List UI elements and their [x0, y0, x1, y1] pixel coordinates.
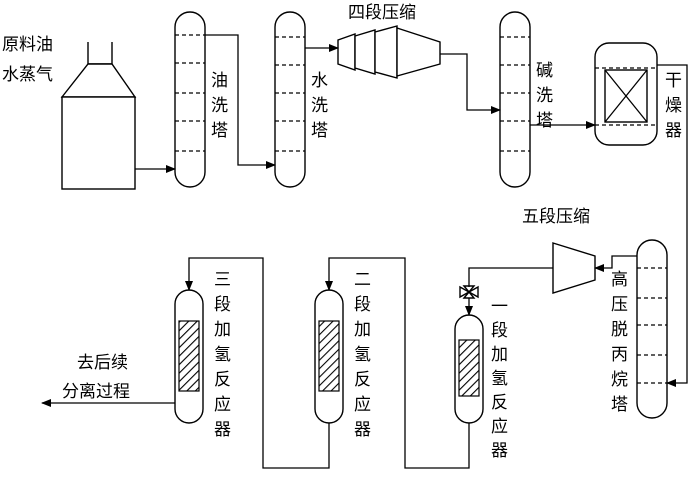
output-label: 去后续 分离过程	[62, 353, 130, 402]
dryer-label: 干燥器	[665, 71, 682, 141]
feed-label-oil: 原料油	[2, 35, 53, 55]
oil-wash-tower-label: 油洗塔	[211, 71, 228, 141]
feed-label: 原料油 水蒸气	[2, 35, 53, 85]
reactor-stage-2-label: 二段加氢反应器	[354, 270, 371, 440]
reactor-stage-3-label: 三段加氢反应器	[214, 270, 231, 440]
output-label-line2: 分离过程	[62, 382, 130, 402]
high-pressure-depropanizer: 高压脱丙烷塔	[611, 239, 668, 419]
reactor-stage-1: 一段加氢反应器	[454, 297, 508, 461]
five-stage-compressor: 五段压缩	[522, 207, 596, 294]
dryer: 干燥器	[594, 42, 682, 146]
reactor-stage-2: 二段加氢反应器	[314, 270, 371, 440]
control-valve-icon	[459, 285, 479, 299]
flow-lines	[41, 34, 688, 469]
output-label-line1: 去后续	[77, 353, 128, 373]
caustic-wash-tower: 碱洗塔	[499, 11, 553, 188]
water-wash-tower-label: 水洗塔	[311, 71, 328, 141]
feed-label-steam: 水蒸气	[2, 65, 53, 85]
five-stage-compressor-label: 五段压缩	[522, 207, 590, 227]
four-stage-compressor-label: 四段压缩	[348, 3, 416, 23]
caustic-wash-tower-label: 碱洗塔	[536, 61, 553, 131]
reactor-stage-1-label: 一段加氢反应器	[491, 297, 508, 461]
water-wash-tower: 水洗塔	[274, 11, 328, 188]
four-stage-compressor: 四段压缩	[337, 3, 441, 79]
oil-wash-tower: 油洗塔	[174, 11, 228, 188]
cracking-furnace	[60, 42, 137, 190]
reactor-stage-3: 三段加氢反应器	[174, 270, 231, 440]
depropanizer-label: 高压脱丙烷塔	[611, 270, 628, 415]
